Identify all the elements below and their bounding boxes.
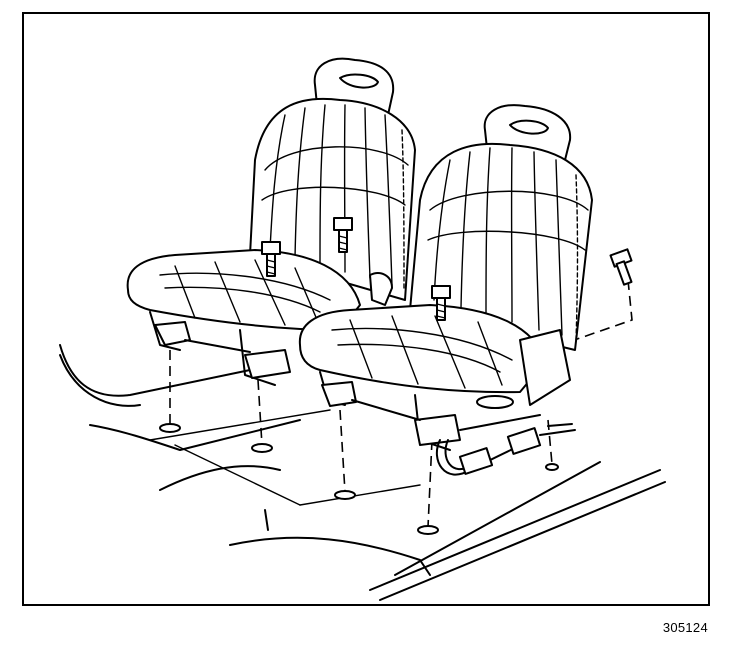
bolt-loose-rear [609, 248, 633, 286]
mounting-bolts [261, 217, 633, 321]
floor-mount-holes [159, 423, 559, 535]
bolt-front-left [261, 241, 281, 277]
harness-connector-left [458, 447, 494, 475]
wiring-harness [435, 423, 576, 476]
figure-number: 305124 [662, 620, 708, 635]
floor-hole-4 [417, 525, 439, 535]
harness-connector-right [506, 427, 542, 455]
floor-hole-1 [159, 423, 181, 433]
driver-seat [126, 57, 416, 386]
floor-pan [59, 344, 666, 601]
floor-hole-3 [334, 490, 356, 500]
passenger-seat [298, 104, 593, 451]
floor-hole-2 [251, 443, 273, 453]
floor-hole-5 [545, 463, 559, 471]
bolt-passenger-center [431, 285, 451, 321]
bolt-front-right [333, 217, 353, 253]
